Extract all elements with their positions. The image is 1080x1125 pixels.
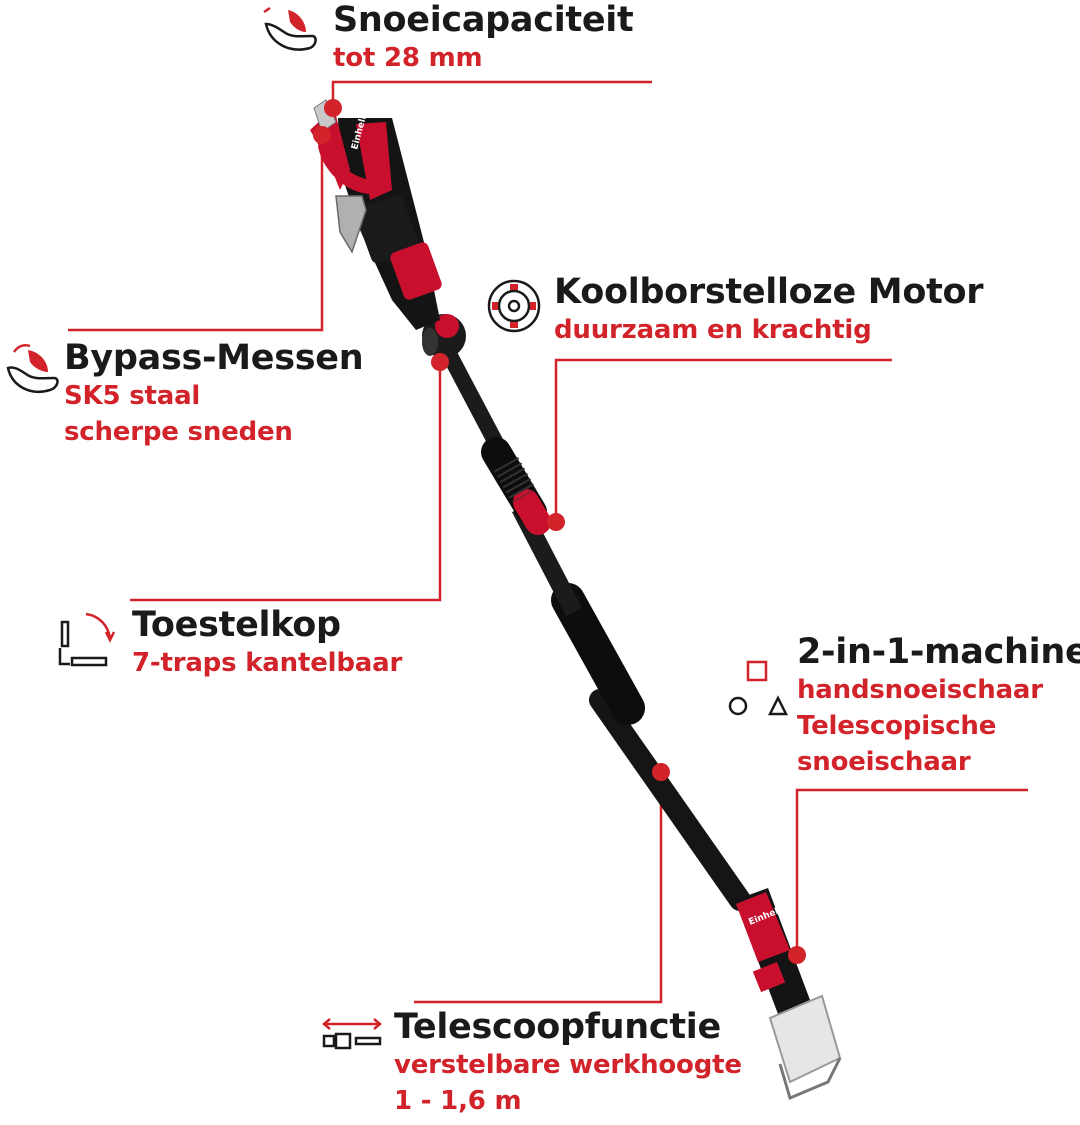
feature-detail: scherpe sneden: [64, 417, 293, 447]
feature-cutting-capacity: Snoeicapaciteit tot 28 mm: [333, 0, 634, 76]
feature-detail: Telescopische: [797, 711, 997, 741]
callout-dot-motor: [547, 513, 565, 531]
blade-icon: [263, 6, 317, 51]
feature-brushless-motor: Koolborstelloze Motor duurzaam en kracht…: [554, 272, 984, 348]
callout-dot-cutting: [324, 99, 342, 117]
feature-detail: duurzaam en krachtig: [554, 315, 872, 345]
callout-line-telescope: [414, 772, 663, 1004]
feature-bypass-blades: Bypass-Messen SK5 staal scherpe sneden: [64, 338, 364, 450]
feature-tool-head: Toestelkop 7-traps kantelbaar: [132, 605, 402, 681]
telescope-icon: [322, 1018, 382, 1050]
grip-sleeve: [551, 583, 645, 725]
tilt-head-icon: [58, 612, 116, 667]
motor-icon: [487, 279, 541, 333]
callout-line-2in1: [795, 788, 1028, 955]
callout-dot-bypass: [313, 126, 331, 144]
feature-title: Snoeicapaciteit: [333, 0, 634, 40]
feature-detail: tot 28 mm: [333, 43, 483, 73]
callout-dot-2in1: [788, 946, 806, 964]
feature-detail: handsnoeischaar: [797, 675, 1043, 705]
feature-two-in-one: 2-in-1-machine handsnoeischaar Telescopi…: [797, 632, 1080, 780]
feature-detail: 1 - 1,6 m: [394, 1086, 522, 1116]
feature-title: Bypass-Messen: [64, 338, 364, 378]
feature-detail: verstelbare werkhoogte: [394, 1050, 742, 1080]
feature-telescopic: Telescoopfunctie verstelbare werkhoogte …: [394, 1007, 742, 1119]
feature-detail: snoeischaar: [797, 747, 971, 777]
callout-line-motor: [554, 358, 892, 522]
feature-title: Telescoopfunctie: [394, 1007, 721, 1047]
bypass-blade: [335, 195, 367, 254]
feature-title: Toestelkop: [132, 605, 341, 645]
feature-detail: 7-traps kantelbaar: [132, 648, 403, 678]
handle-assembly: Einhell: [735, 888, 842, 1101]
blade-icon: [6, 344, 59, 393]
pruner-head: Einhell: [310, 99, 442, 330]
callout-line-head: [130, 362, 442, 602]
lower-pole: [589, 689, 751, 911]
callout-line-cutting: [331, 80, 652, 108]
feature-detail: SK5 staal: [64, 381, 201, 411]
callout-dot-head: [431, 353, 449, 371]
callout-dot-telescope: [652, 763, 670, 781]
callout-line-bypass: [68, 135, 324, 332]
shapes-icon: [728, 660, 788, 716]
feature-title: Koolborstelloze Motor: [554, 272, 984, 312]
feature-title: 2-in-1-machine: [797, 632, 1080, 672]
